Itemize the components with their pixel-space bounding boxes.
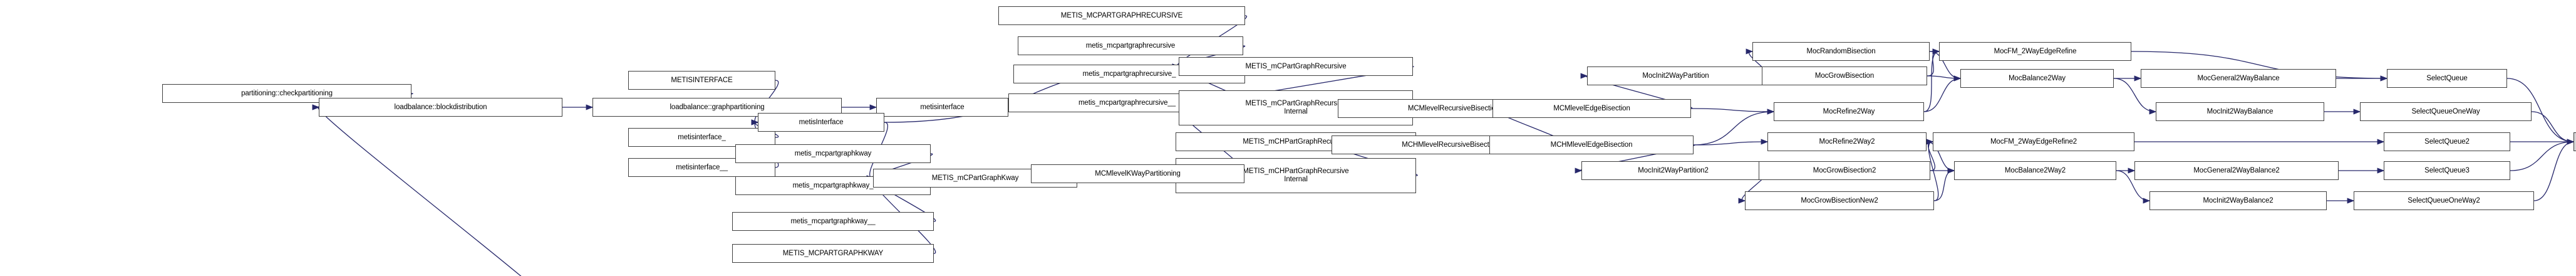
graph-edge [2533, 139, 2575, 201]
graph-node[interactable]: MocRefine2Way2 [1767, 132, 1927, 151]
graph-node[interactable]: MocFM_2WayEdgeRefine [1939, 42, 2131, 61]
graph-node[interactable]: metis_mcpartgraphrecursive [1018, 36, 1243, 55]
graph-node[interactable]: METISINTERFACE [628, 71, 775, 90]
graph-node[interactable]: metis_mcpartgraphkway [735, 144, 931, 163]
graph-node[interactable]: MocGrowBisection2 [1759, 161, 1930, 180]
graph-node[interactable]: MocRandomBisection [1752, 42, 1930, 61]
graph-node[interactable]: MocFM_2WayEdgeRefine2 [1933, 132, 2134, 151]
graph-node[interactable]: SelectQueueOneWay [2360, 102, 2532, 121]
graph-node[interactable]: metis_mcpartgraphkway__ [732, 212, 934, 231]
graph-edge [312, 104, 522, 276]
graph-edge [1693, 139, 1769, 146]
graph-node[interactable]: MocGeneral2WayBalance [2141, 69, 2336, 88]
graph-edge [1923, 75, 1962, 112]
graph-node[interactable]: SelectQueue [2387, 69, 2507, 88]
graph-node[interactable]: MocBalance2Way2 [1954, 161, 2116, 180]
graph-edge [1693, 109, 1775, 146]
graph-node[interactable]: SelectQueue3 [2384, 161, 2510, 180]
graph-node[interactable]: MocInit2WayBalance [2156, 102, 2324, 121]
graph-edge [1690, 108, 1775, 115]
graph-node[interactable]: METIS_MCPARTGRAPHRECURSIVE [998, 6, 1245, 25]
graph-node[interactable]: MCHMlevelEdgeBisection [1489, 135, 1694, 154]
graph-node[interactable]: MocInit2WayPartition2 [1581, 161, 1765, 180]
graph-node[interactable]: METIS_mCPartGraphRecursive [1179, 57, 1413, 76]
graph-node[interactable]: MocInit2WayBalance2 [2149, 191, 2327, 210]
graph-node[interactable]: MCMlevelKWayPartitioning [1031, 164, 1244, 183]
graph-node[interactable]: SelectQueue2 [2384, 132, 2510, 151]
graph-edge [1927, 75, 1962, 82]
graph-node[interactable]: METIS_MCPARTGRAPHKWAY [732, 244, 934, 263]
graph-edge [1933, 167, 1955, 201]
graph-edge [2531, 111, 2575, 145]
graph-node[interactable]: MocGeneral2WayBalance2 [2134, 161, 2339, 180]
graph-node[interactable]: metisinterface [876, 98, 1008, 117]
graph-node[interactable]: metisinterface_ [628, 128, 775, 147]
graph-node[interactable]: MCMlevelEdgeBisection [1492, 99, 1691, 118]
graph-node[interactable]: MocGrowBisection [1762, 66, 1927, 85]
graph-node[interactable]: MocInit2WayPartition [1587, 66, 1764, 85]
graph-node[interactable]: PQueueGetSize [2573, 132, 2576, 151]
graph-node[interactable]: metisInterface [758, 113, 884, 132]
graph-node[interactable]: loadbalance::blockdistribution [319, 98, 562, 117]
graph-node[interactable]: MocGrowBisectionNew2 [1745, 191, 1934, 210]
graph-node[interactable]: SelectQueueOneWay2 [2354, 191, 2534, 210]
graph-edge [2510, 139, 2575, 171]
graph-node[interactable]: MocRefine2Way [1774, 102, 1924, 121]
graph-node[interactable]: MocBalance2Way [1960, 69, 2114, 88]
